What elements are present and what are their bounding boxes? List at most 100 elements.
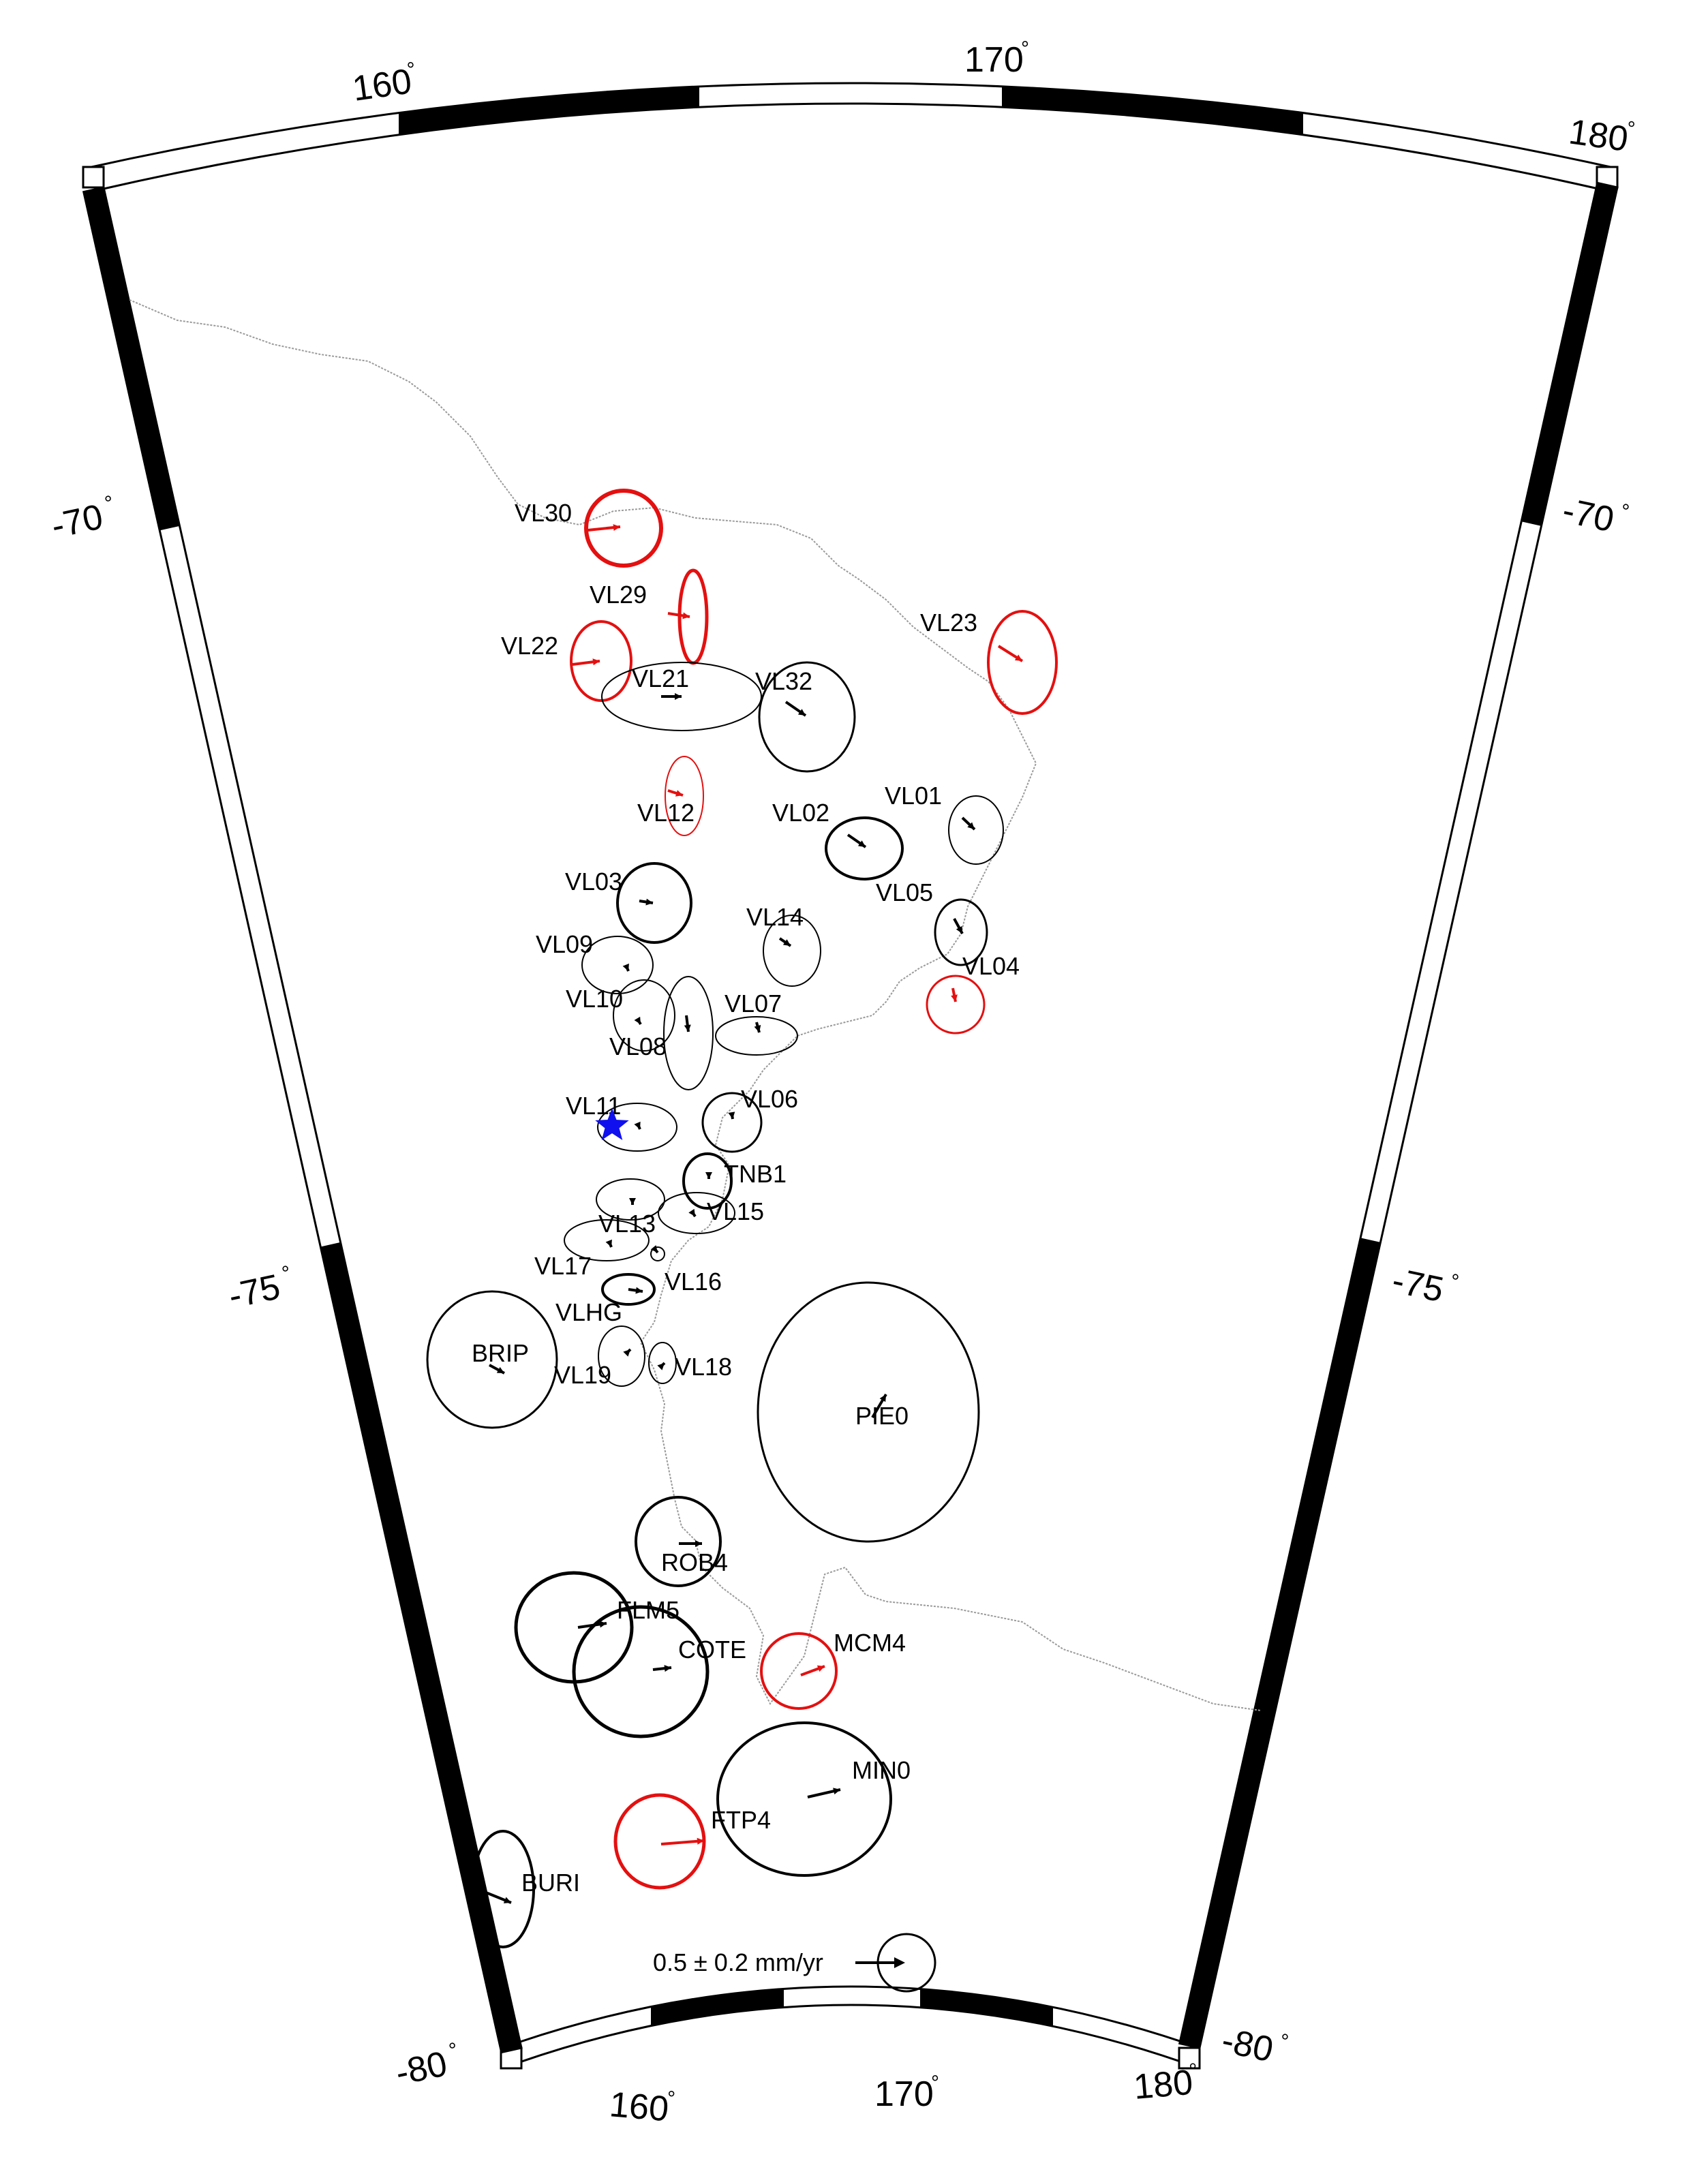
left-label-80-value: -80 [392, 2044, 451, 2093]
arrow-head [622, 963, 629, 971]
arrow-head [629, 1198, 636, 1205]
top-label-180: 180° [1566, 112, 1636, 159]
arrow-head [635, 1287, 643, 1294]
arrow-head [634, 1121, 641, 1129]
station-label: ROB4 [661, 1548, 728, 1576]
error-ellipse [715, 1016, 798, 1056]
right-label-70: -70° [1559, 491, 1632, 540]
station-label: VL10 [566, 985, 623, 1013]
station-vl29: VL29 [590, 568, 709, 665]
station-vl23: VL23 [920, 609, 1058, 715]
coastline-path [129, 299, 1262, 1711]
station-label: VL01 [885, 782, 942, 810]
frame-tick [651, 1989, 784, 2026]
station-vl32: VL32 [755, 661, 856, 773]
station-label: VL03 [565, 868, 622, 895]
station-vl05: VL05 [876, 878, 988, 966]
legend-ellipse [876, 1933, 936, 1993]
station-label: FTP4 [711, 1806, 771, 1834]
station-buri: BURI [471, 1830, 580, 1948]
right-label-75-value: -75 [1389, 1261, 1448, 1310]
arrow-head [684, 1024, 691, 1032]
right-label-80-value: -80 [1219, 2021, 1277, 2070]
error-ellipse [760, 1632, 838, 1710]
bottom-label-170: 170° [874, 2072, 939, 2114]
arrow-head [833, 1788, 840, 1795]
top-label-160: 160° [350, 58, 417, 109]
arrow-head [599, 1621, 607, 1628]
station-tnb1: TNB1 [682, 1152, 787, 1210]
left-label-80-degree: ° [447, 2038, 460, 2062]
bottom-label-170-value: 170 [874, 2074, 934, 2114]
error-ellipse [598, 1325, 645, 1387]
right-label-80: -80° [1219, 2021, 1291, 2070]
frame-tick [1521, 183, 1617, 526]
bottom-label-160: 160° [608, 2085, 676, 2129]
frame-tick [1179, 1238, 1381, 2048]
frame-tick [320, 1242, 521, 2053]
station-vl18: VL18 [648, 1342, 732, 1384]
error-ellipse [926, 975, 986, 1034]
arrow-head [754, 1025, 761, 1032]
arrow-head [675, 693, 682, 700]
station-label: COTE [678, 1636, 746, 1664]
station-label: VL05 [876, 878, 933, 906]
station-vl02: VL02 [772, 799, 904, 880]
station-label: TNB1 [724, 1160, 787, 1188]
arrow-head [634, 1016, 641, 1024]
frame-tick [399, 86, 699, 135]
right-label-70-value: -70 [1559, 491, 1618, 540]
left-label-70: -70° [48, 491, 116, 546]
right-label-70-degree: ° [1619, 500, 1632, 523]
arrow-head [697, 1837, 704, 1845]
bottom-label-180-value: 180 [1132, 2063, 1194, 2107]
error-ellipse [572, 1605, 710, 1738]
error-ellipse [658, 1192, 735, 1234]
arrow-head [675, 790, 683, 797]
error-ellipse [570, 620, 632, 702]
station-vl06: VL06 [701, 1085, 798, 1153]
error-ellipse [426, 1290, 558, 1429]
arrow-head [496, 1366, 504, 1373]
arrow-head [797, 709, 806, 716]
left-label-70-degree: ° [103, 491, 116, 515]
error-ellipse [701, 1092, 763, 1153]
station-label: VL18 [675, 1353, 732, 1381]
arrow-head [623, 1349, 630, 1357]
map-frame [82, 82, 1619, 2070]
bottom-label-170-degree: ° [931, 2072, 939, 2094]
error-ellipse [716, 1721, 892, 1877]
error-ellipse [948, 795, 1004, 865]
error-ellipse [635, 1496, 722, 1587]
legend-arrow-head [894, 1957, 905, 1968]
error-ellipse [758, 661, 856, 773]
error-ellipse [613, 979, 675, 1052]
arrow-head [857, 840, 866, 847]
station-vl01: VL01 [885, 782, 1004, 865]
top-label-170-degree: ° [1021, 37, 1029, 60]
arrow-head [657, 1363, 665, 1370]
station-pie0: PIE0 [757, 1281, 980, 1543]
station-label: VLHG [555, 1298, 622, 1326]
arrow-head [951, 994, 958, 1002]
arrow-head [645, 898, 653, 906]
station-label: VL19 [554, 1361, 611, 1389]
station-min0: MIN0 [716, 1721, 911, 1877]
station-vl07: VL07 [715, 990, 798, 1056]
arrow-head [650, 1245, 658, 1253]
station-label: VL21 [632, 664, 689, 692]
top-label-160-degree: ° [406, 58, 416, 81]
error-ellipse [596, 1178, 665, 1221]
station-vlhg: VLHG [555, 1245, 665, 1326]
frame-tick [1002, 86, 1303, 135]
error-ellipse [934, 898, 988, 966]
top-label-170: 170° [964, 37, 1029, 80]
station-vl11: VL11 [566, 1092, 677, 1152]
top-label-160-value: 160 [350, 61, 414, 109]
star-icon [595, 1108, 629, 1140]
error-ellipse [987, 610, 1058, 715]
station-label: VL15 [707, 1197, 764, 1225]
velocity-legend: 0.5 ± 0.2 mm/yr [653, 1933, 936, 1993]
station-label: MCM4 [834, 1629, 906, 1657]
left-label-80: -80° [392, 2038, 460, 2093]
